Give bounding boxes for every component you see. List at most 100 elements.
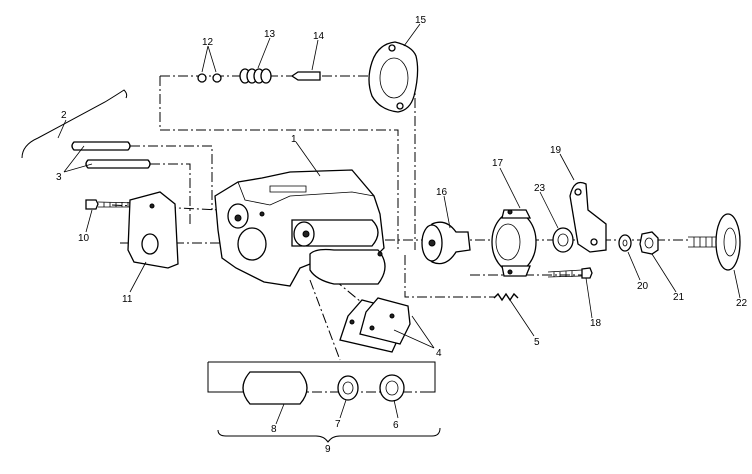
callout-5: 5 [534, 337, 540, 348]
washer-inner [557, 233, 569, 247]
caliper-screw [259, 211, 265, 217]
callout-22: 22 [736, 298, 748, 309]
caliper-bore-left-hole [234, 214, 242, 222]
spring-clip-5 [493, 292, 519, 302]
pin-upper [71, 141, 131, 151]
bolt-thread [97, 201, 139, 208]
nut-body [639, 231, 659, 255]
callout-14: 14 [313, 31, 325, 42]
gasket-15 [368, 41, 419, 113]
pad-hole-a [349, 319, 355, 325]
leader-17 [499, 167, 521, 209]
callout-12: 12 [202, 37, 214, 48]
seal-6 [379, 374, 405, 402]
leader-1 [295, 141, 321, 177]
lower-parts [242, 371, 405, 405]
seal-6-inner [385, 380, 399, 396]
knob-center [723, 227, 737, 257]
gasket-body [368, 41, 419, 113]
callout-13: 13 [264, 29, 276, 40]
leader-2 [57, 119, 67, 139]
adjuster-ear-top [501, 209, 532, 219]
leader-6 [393, 399, 399, 419]
leader-19 [559, 153, 575, 181]
orings-12 [197, 73, 222, 83]
caliper-top-edge [237, 181, 375, 206]
leader-23 [539, 191, 559, 229]
bolt-10 [85, 199, 139, 210]
washer-20 [618, 234, 632, 252]
callout-16: 16 [436, 187, 448, 198]
washer-23 [552, 227, 574, 253]
bracket-11 [127, 191, 179, 269]
plunger-14 [290, 71, 321, 81]
pin-lower [85, 159, 151, 169]
callout-4: 4 [436, 348, 442, 359]
oring-b [212, 73, 222, 83]
leader-21 [651, 253, 677, 293]
axis-line-5 [404, 255, 495, 298]
lever-hole-bottom [590, 238, 598, 246]
bracket-plate [127, 191, 179, 269]
callout-3: 3 [56, 172, 62, 183]
gasket-hole-bottom [396, 102, 404, 110]
callout-9: 9 [325, 444, 331, 455]
callout-17: 17 [492, 158, 504, 169]
nut-21 [639, 231, 659, 255]
bushing-hole [428, 239, 436, 247]
adjuster-screw-bottom [507, 269, 513, 275]
bracket-rivet [149, 203, 155, 209]
caliper-lower-housing [309, 248, 386, 285]
caliper-slot [269, 185, 307, 193]
pins-3 [71, 141, 151, 169]
pad-hole-b [369, 325, 375, 331]
callout-labels: 1 2 3 4 5 6 7 8 9 10 11 12 13 14 15 16 1… [56, 15, 748, 455]
washer-20-outer [618, 234, 632, 252]
knob-thread [688, 236, 722, 248]
nut-hole [644, 237, 654, 249]
callout-18: 18 [590, 318, 602, 329]
brace-9 [217, 427, 441, 443]
seal-7 [337, 375, 359, 401]
callout-21: 21 [673, 292, 685, 303]
axis-line-pin-upper [130, 145, 213, 210]
axis-line-pads-a [309, 279, 341, 361]
caliper-cylinder-port [302, 230, 310, 238]
axis-line-pin-lower [150, 163, 191, 225]
callout-8: 8 [271, 424, 277, 435]
callout-15: 15 [415, 15, 427, 26]
caliper-body-1 [214, 169, 386, 287]
seal-7-inner [342, 381, 354, 395]
leader-7 [339, 399, 347, 419]
caliper-screw-lower [377, 251, 383, 257]
callout-11: 11 [122, 294, 133, 305]
knob-disc [715, 213, 741, 271]
leader-12 [201, 45, 217, 73]
adjuster-ear-bottom [501, 265, 531, 277]
leader-18 [585, 277, 593, 319]
adjuster-inner [495, 223, 521, 261]
callout-19: 19 [550, 145, 562, 156]
washer-outer [552, 227, 574, 253]
callout-10: 10 [78, 233, 90, 244]
knob-22 [688, 213, 741, 271]
leader-11 [129, 261, 147, 293]
leader-14 [311, 39, 319, 71]
lever-19 [569, 181, 607, 253]
brace-2 [21, 89, 128, 159]
adjuster-screw-top [507, 209, 513, 215]
bracket-hole [141, 233, 159, 255]
bolt-18-thread [547, 269, 583, 278]
pad-hole-c [389, 313, 395, 319]
pads-4 [339, 297, 411, 353]
bracket-frame-right [208, 361, 436, 393]
leader-3 [63, 145, 93, 173]
callout-6: 6 [393, 420, 399, 431]
callout-20: 20 [637, 281, 649, 292]
leader-22 [733, 269, 741, 299]
callout-23: 23 [534, 183, 546, 194]
leader-16 [443, 195, 451, 229]
leader-20 [627, 251, 641, 281]
adjuster-housing [491, 211, 537, 273]
